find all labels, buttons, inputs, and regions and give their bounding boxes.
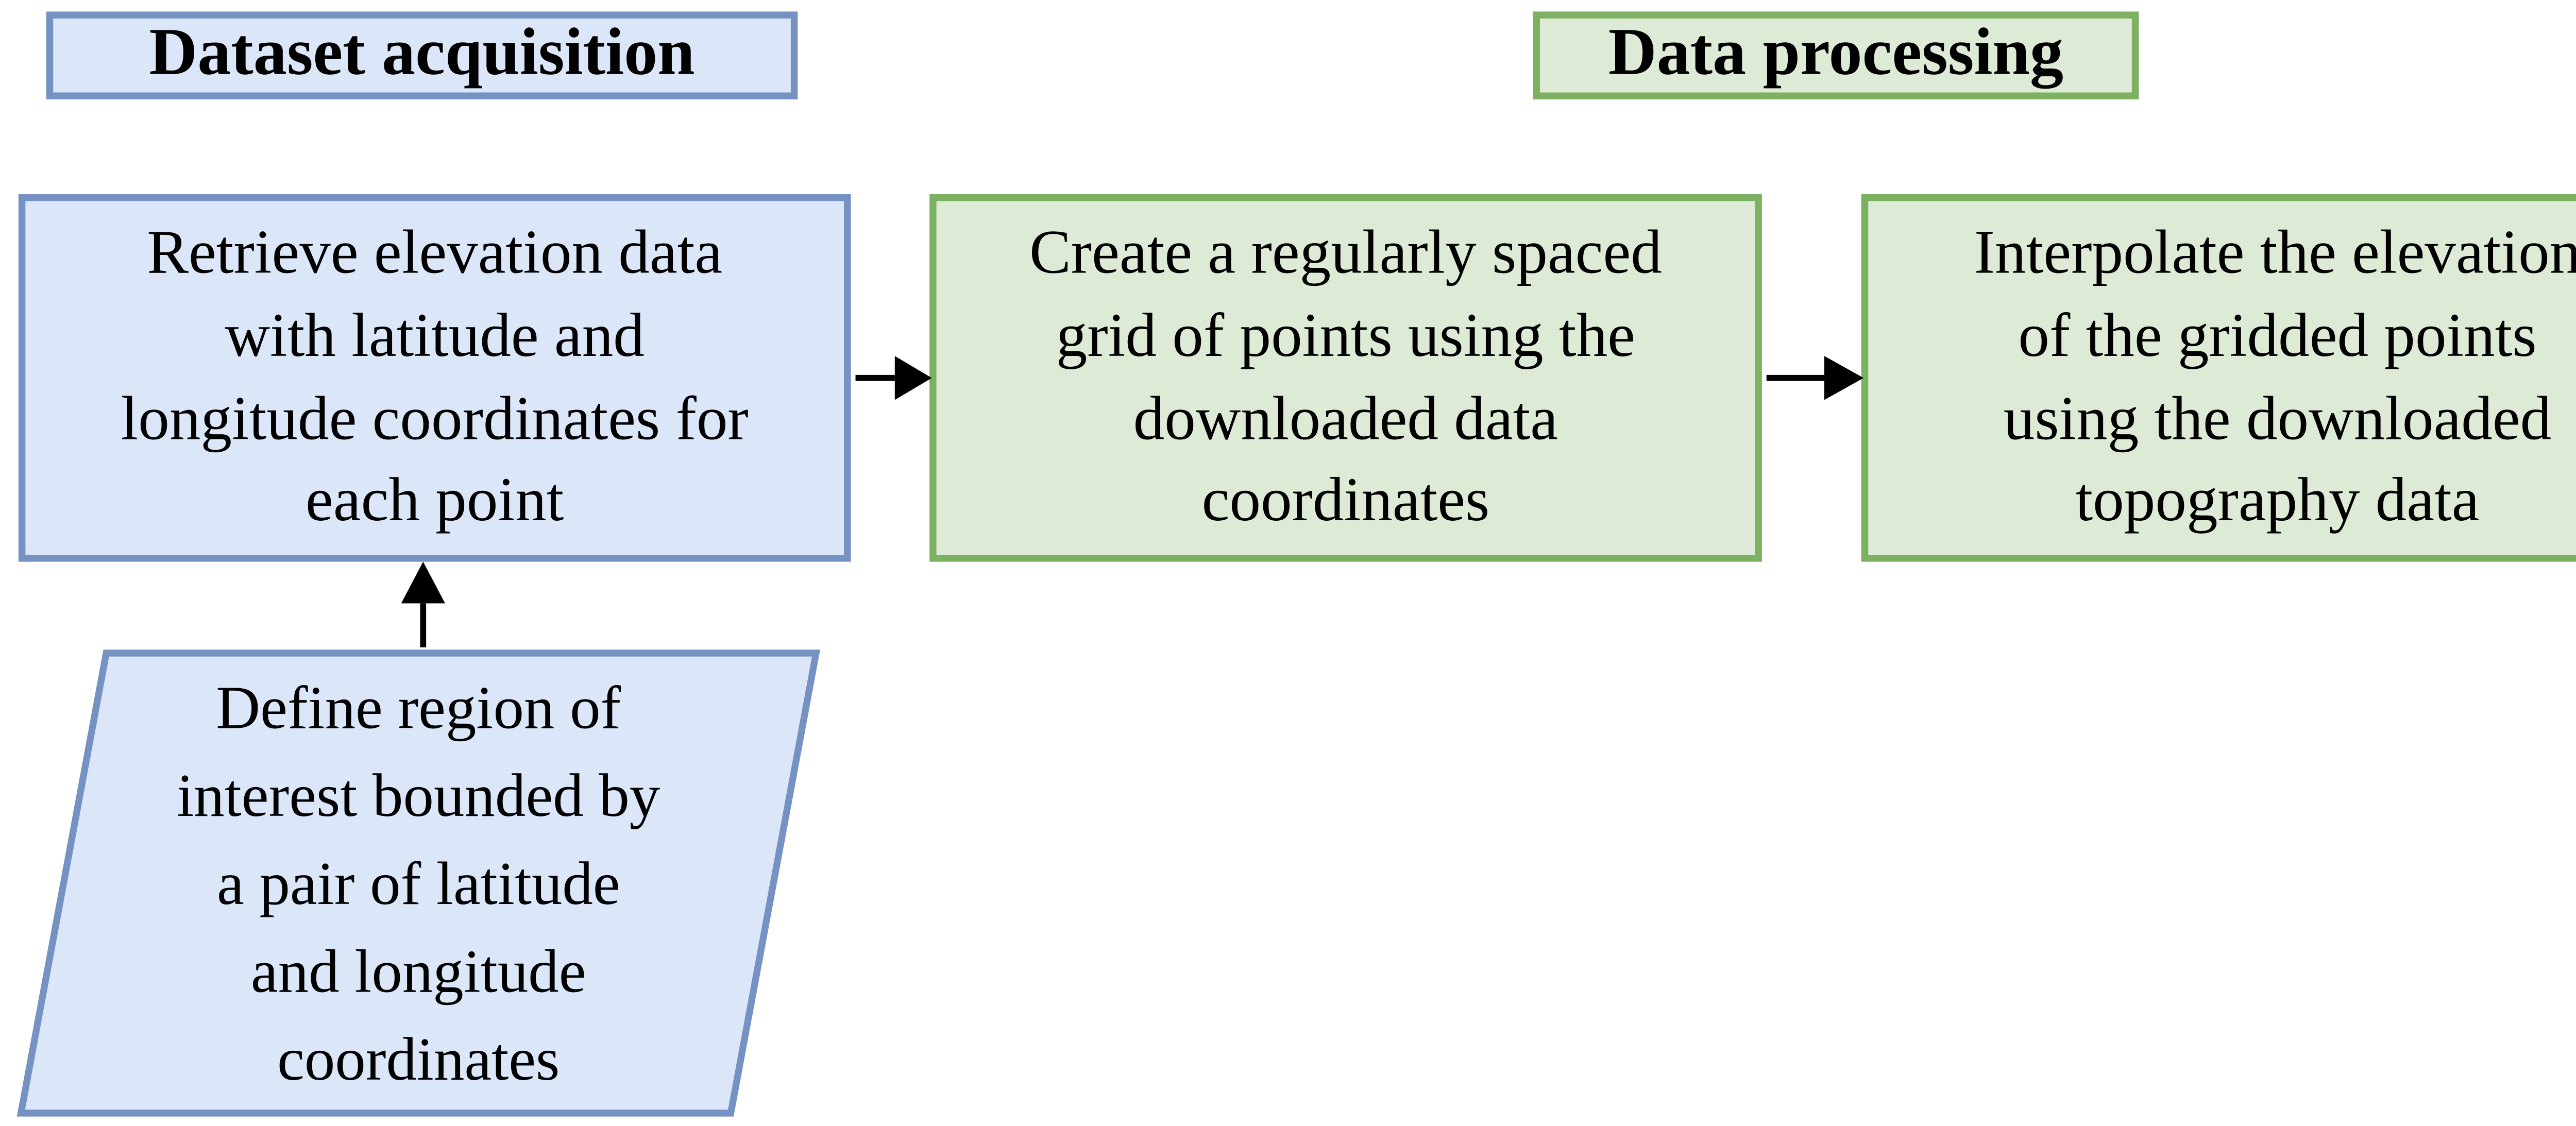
section-header-label: Dataset acquisition [149, 15, 695, 89]
retrieve-elevation-box: Retrieve elevation data with latitude an… [18, 194, 851, 562]
section-header-data-processing: Data processing [1533, 11, 2139, 99]
define-region-parallelogram: Define region of interest bounded by a p… [16, 650, 820, 1117]
node-text: Interpolate the elevation of the gridded… [1974, 216, 2576, 535]
interpolate-elevation-box: Interpolate the elevation of the gridded… [1861, 194, 2576, 562]
arrow-define-region-to-retrieve [401, 561, 445, 647]
node-text: Create a regularly spaced grid of points… [1029, 216, 1662, 535]
node-text: Retrieve elevation data with latitude an… [121, 216, 749, 535]
create-grid-box: Create a regularly spaced grid of points… [929, 194, 1762, 562]
section-header-dataset-acquisition: Dataset acquisition [46, 11, 798, 99]
node-text: Define region of interest bounded by a p… [177, 672, 660, 1094]
arrow-create-grid-to-interpolate [1766, 356, 1864, 400]
section-header-label: Data processing [1608, 15, 2064, 89]
arrow-retrieve-to-create-grid [855, 356, 932, 400]
